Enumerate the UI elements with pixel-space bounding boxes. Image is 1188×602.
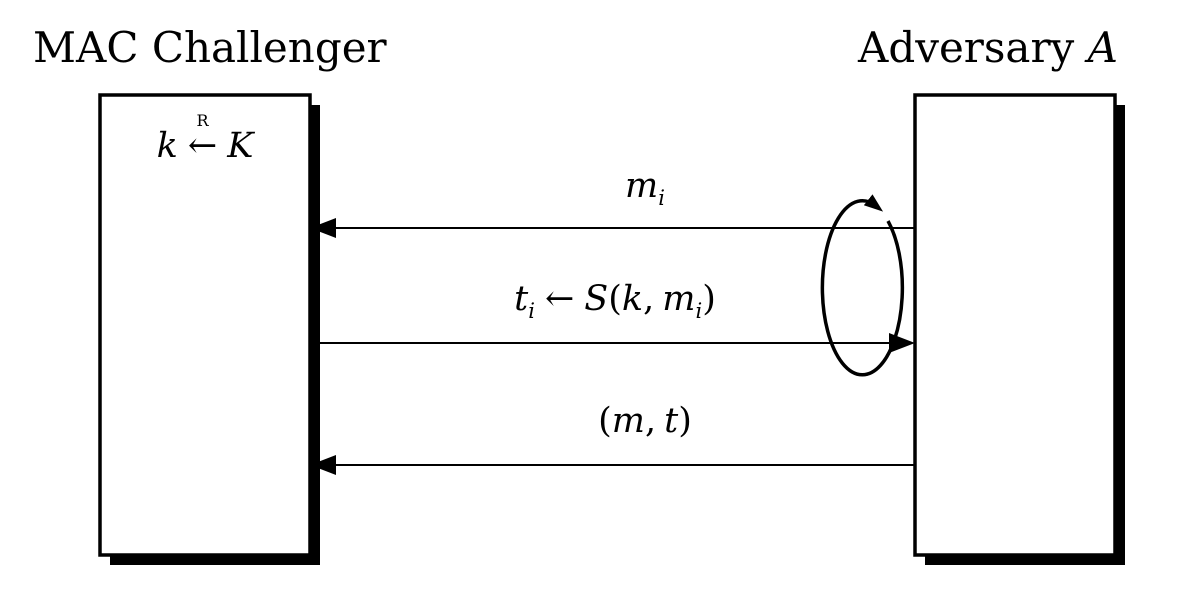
open-paren: (	[598, 401, 612, 441]
forgery-tag-variable: t	[664, 401, 679, 441]
sign-arg-message: m	[662, 279, 696, 319]
random-superscript: R	[196, 111, 209, 130]
forgery-arrowhead	[310, 455, 336, 475]
open-paren: (	[608, 279, 622, 319]
sign-arg-key: k	[621, 279, 644, 319]
response-subscript: i	[528, 299, 535, 323]
key-variable: k	[156, 126, 178, 166]
challenger-box	[98, 93, 312, 557]
forgery-message-variable: m	[611, 401, 645, 441]
response-variable: t	[514, 279, 529, 319]
sign-function-symbol: S	[584, 279, 609, 319]
close-paren: )	[678, 401, 692, 441]
sign-arg-message-subscript: i	[695, 299, 703, 323]
adversary-title-text: Adversary	[858, 23, 1075, 72]
random-sample-arrow: R←	[187, 113, 218, 167]
iteration-loop-arrow	[820, 194, 905, 377]
query-variable: m	[625, 166, 659, 206]
forgery-message-label: (m,t)	[545, 401, 745, 441]
adversary-box	[913, 93, 1117, 557]
comma-glyph: ,	[644, 401, 657, 441]
query-arrowhead	[310, 218, 336, 238]
adversary-title: Adversary A	[858, 23, 1118, 72]
comma-glyph: ,	[643, 279, 655, 319]
query-message-label: mi	[555, 166, 735, 209]
assign-arrow-glyph: ←	[544, 279, 575, 319]
close-paren: )	[702, 279, 716, 319]
left-arrow-glyph: ←	[187, 126, 218, 166]
challenger-title-text: MAC Challenger	[33, 23, 387, 72]
adversary-symbol: A	[1087, 23, 1118, 72]
challenger-title: MAC Challenger	[33, 23, 387, 72]
response-message-label: ti←S(k,mi)	[420, 279, 810, 322]
key-space-symbol: K	[227, 126, 254, 166]
query-subscript: i	[658, 186, 665, 210]
